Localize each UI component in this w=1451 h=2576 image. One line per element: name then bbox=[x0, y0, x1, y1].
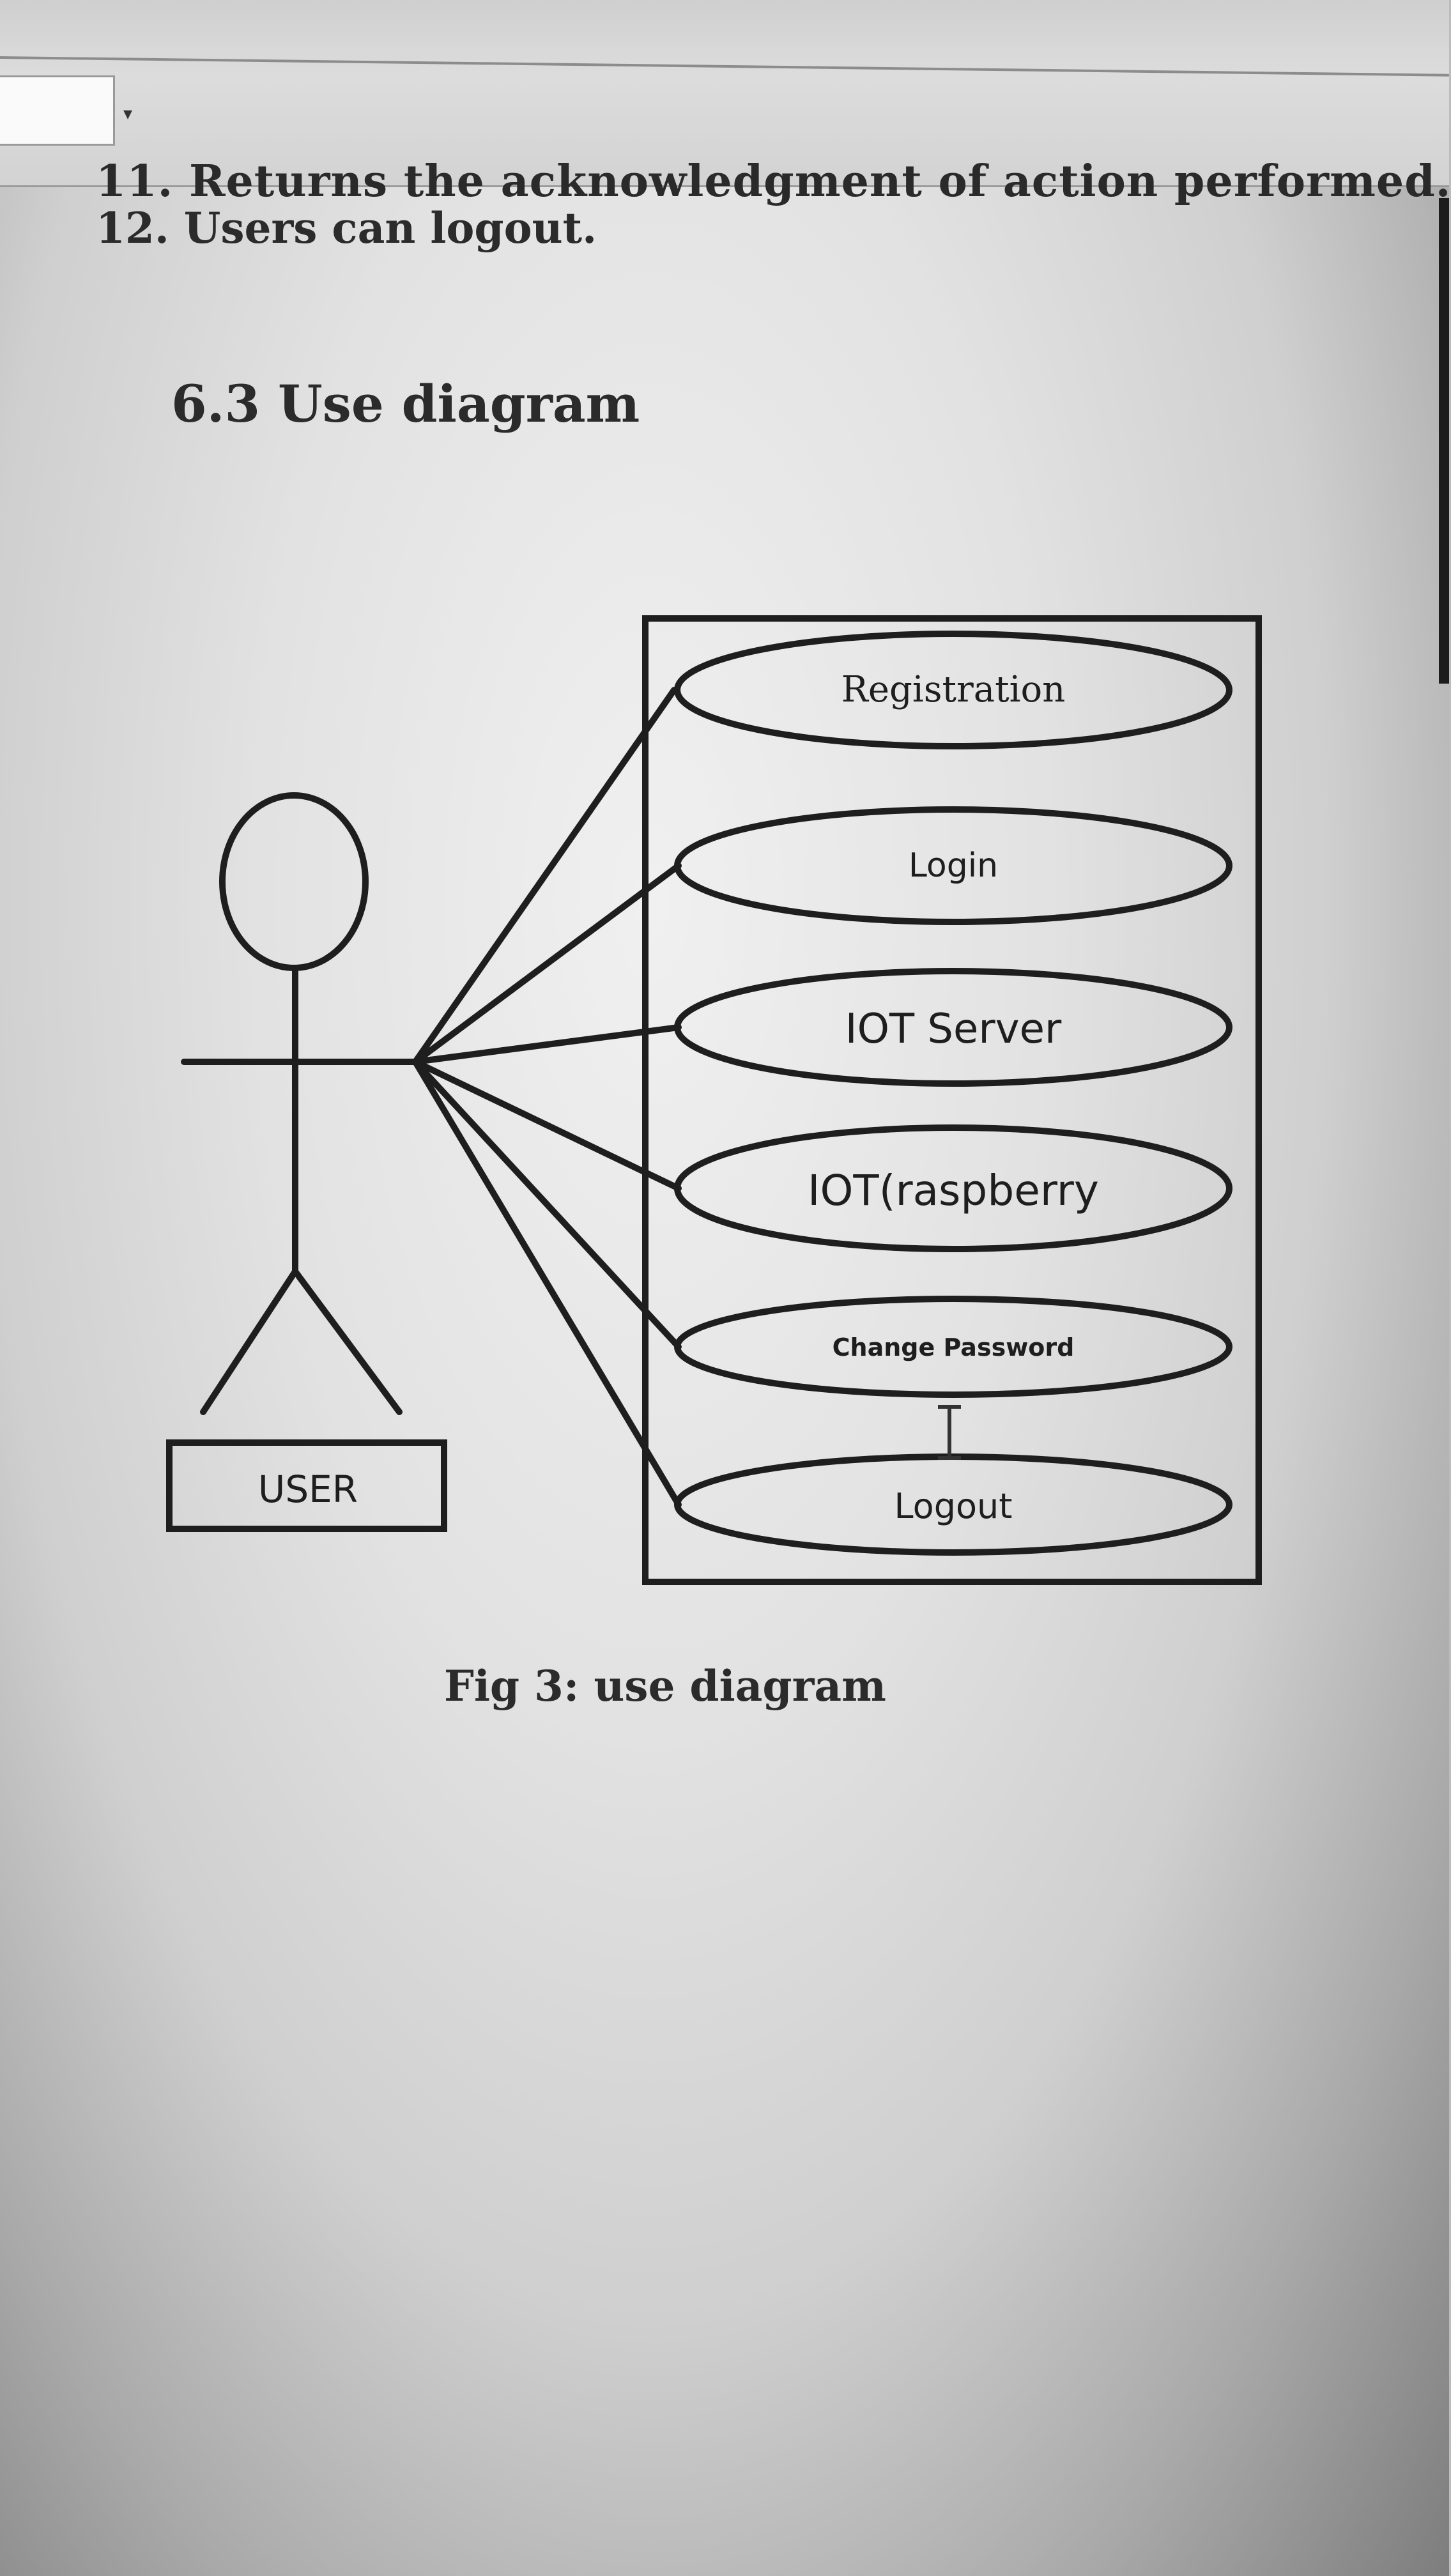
association-iot-server bbox=[412, 1024, 682, 1065]
use-case-label: Login bbox=[909, 847, 998, 885]
actor-figure bbox=[181, 792, 418, 1415]
association-logout bbox=[412, 1059, 682, 1508]
use-case-iot-server bbox=[674, 968, 1232, 1087]
use-case-ellipses bbox=[674, 631, 1232, 1556]
section-heading: 6.3 Use diagram bbox=[171, 374, 640, 434]
actor-head bbox=[219, 792, 369, 971]
use-case-label: IOT Server bbox=[845, 1006, 1062, 1053]
text-cursor-icon bbox=[938, 1405, 961, 1460]
association-change-password bbox=[412, 1059, 682, 1350]
use-case-login bbox=[674, 806, 1232, 925]
actor-right-leg bbox=[292, 1268, 403, 1415]
association-registration bbox=[412, 687, 677, 1065]
chevron-down-icon[interactable]: ▾ bbox=[123, 103, 133, 124]
association-iot-raspberry bbox=[412, 1059, 682, 1192]
actor-label-box bbox=[166, 1439, 447, 1532]
actor-left-leg bbox=[200, 1268, 298, 1415]
figure-caption: Fig 3: use diagram bbox=[444, 1661, 886, 1711]
list-item: 12. Users can logout. bbox=[96, 203, 597, 253]
cut-off-list-item: 11. Returns the acknowledgment of action… bbox=[96, 156, 1450, 207]
use-case-label: Logout bbox=[894, 1486, 1013, 1526]
style-dropdown[interactable] bbox=[0, 75, 115, 146]
association-login bbox=[412, 862, 682, 1065]
cut-off-text: 11. Returns the acknowledgment of action… bbox=[96, 156, 1451, 207]
page-edge bbox=[1439, 198, 1449, 684]
use-case-registration bbox=[674, 631, 1232, 749]
system-boundary bbox=[642, 615, 1262, 1585]
word-processor-toolbar: ▾ bbox=[0, 0, 1449, 187]
use-case-change-password bbox=[674, 1296, 1232, 1398]
associations bbox=[412, 687, 682, 1508]
use-case-label: Registration bbox=[841, 669, 1066, 710]
use-case-label: IOT(raspberry bbox=[808, 1166, 1099, 1215]
use-case-iot-raspberry bbox=[674, 1124, 1232, 1252]
actor-label: USER bbox=[258, 1468, 358, 1511]
use-case-label: Change Password bbox=[833, 1333, 1075, 1361]
